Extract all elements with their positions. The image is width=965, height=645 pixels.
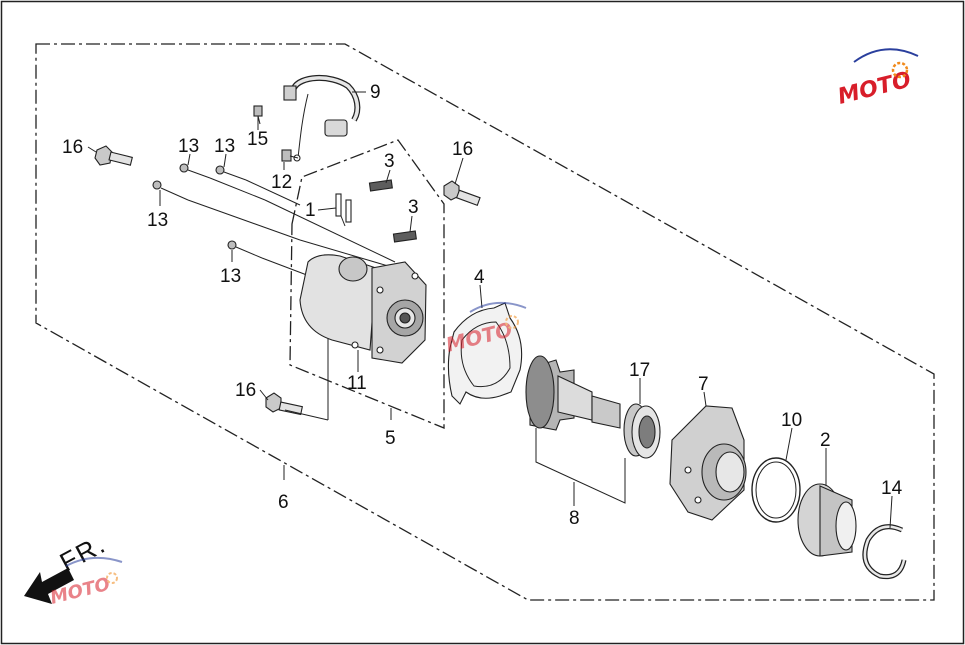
callout-2: 2 (820, 430, 831, 451)
front-direction-label: FR. (55, 528, 111, 577)
screw-part-12 (281, 149, 299, 162)
callout-11: 11 (347, 373, 367, 394)
flange-bolt-part-16-right (443, 180, 481, 206)
long-bolt-part-13-b (215, 165, 301, 206)
callout-16-top-left: 16 (62, 137, 83, 158)
callout-8: 8 (569, 508, 580, 529)
callout-labels: 1 2 3 3 4 5 6 7 8 9 10 11 12 13 13 13 13… (62, 82, 903, 529)
callout-3-lower: 3 (408, 197, 419, 218)
callout-12: 12 (271, 172, 292, 193)
flange-bolt-part-16-bottom (265, 392, 304, 416)
callout-10: 10 (781, 410, 802, 431)
o-ring-part-10 (751, 457, 801, 523)
callout-14: 14 (881, 478, 903, 499)
callout-9: 9 (370, 82, 381, 103)
sprocket-part-2 (797, 483, 857, 557)
brush-part-1 (335, 193, 352, 227)
callout-13-c: 13 (147, 210, 168, 231)
callout-5: 5 (385, 428, 396, 449)
bearing-part-17 (623, 403, 661, 459)
watermark-logo-top-right: MOTO (835, 48, 919, 110)
callout-17: 17 (629, 360, 650, 381)
gear-shaft-part-8 (525, 355, 621, 431)
callout-6: 6 (278, 492, 289, 513)
assembly-boundary-8 (535, 428, 626, 504)
callout-13-a: 13 (178, 136, 199, 157)
assembly-boundary-5 (289, 139, 445, 429)
starter-motor-part-11 (299, 254, 427, 364)
callout-16-bottom: 16 (235, 380, 256, 401)
flange-bolt-part-16-top-left (94, 145, 133, 166)
callout-16-right: 16 (452, 139, 473, 160)
callout-15: 15 (247, 129, 268, 150)
circlip-part-14 (862, 524, 907, 580)
wiring-harness-part-9 (283, 74, 361, 162)
callout-4: 4 (474, 267, 485, 288)
callout-13-b: 13 (214, 136, 235, 157)
long-bolt-part-13-a (179, 163, 396, 263)
callout-1: 1 (305, 200, 316, 221)
housing-part-7 (669, 405, 747, 521)
callout-13-d: 13 (220, 266, 241, 287)
svg-text:MOTO: MOTO (835, 68, 913, 110)
callout-7: 7 (698, 374, 709, 395)
gasket-part-4 (447, 302, 523, 405)
callout-leaders (87, 91, 893, 529)
callout-3-upper: 3 (384, 151, 395, 172)
spring-part-3-lower (392, 230, 417, 243)
front-arrow-icon (24, 568, 74, 604)
long-bolt-part-13-c (152, 180, 396, 269)
spring-part-3-upper (368, 179, 393, 192)
assembly-boundary-6 (35, 43, 935, 601)
